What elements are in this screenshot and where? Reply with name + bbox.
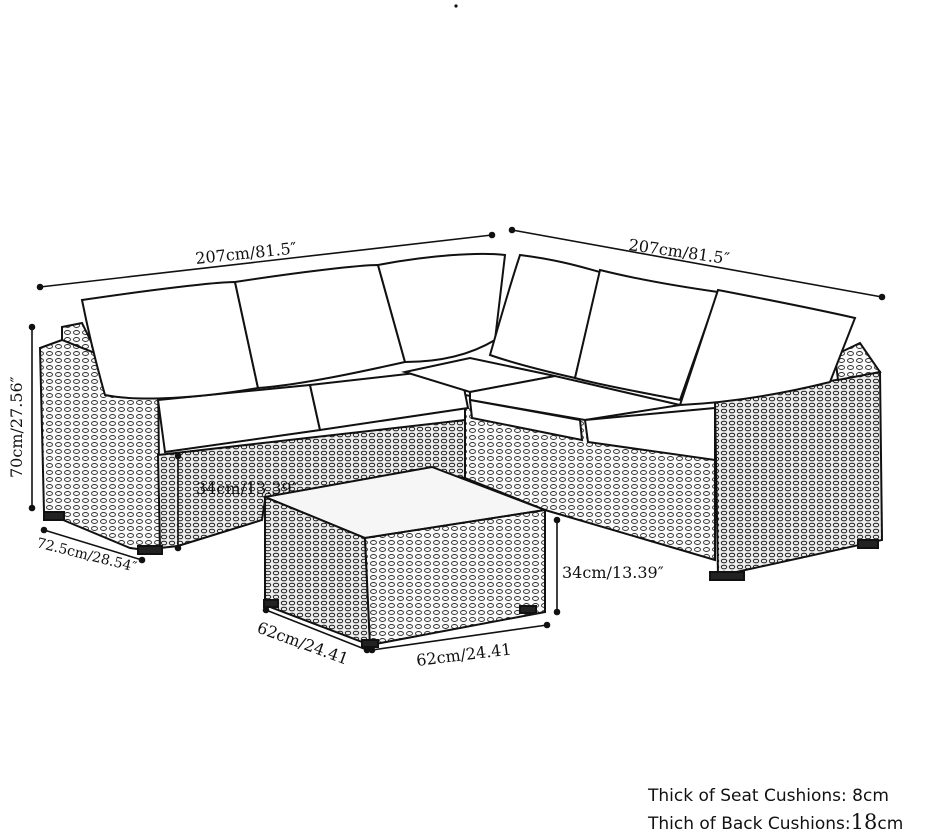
seat-cushion-text: Thick of Seat Cushions: 8cm [648, 786, 889, 806]
leg-1 [43, 511, 65, 521]
table-leg-1 [263, 599, 279, 608]
right-arm [713, 370, 884, 578]
table-leg-2 [361, 639, 379, 648]
label-seat-height: 34cm/13.39″ [196, 479, 298, 498]
back-cushion-unit: cm [877, 814, 904, 834]
back-cushion-text: Thich of Back Cushions: [648, 814, 851, 834]
sofa-drawing [38, 252, 884, 581]
label-sofa-right-width: 207cm/81.5″ [627, 235, 730, 268]
leg-4 [857, 539, 879, 549]
seat-cushion-right-3 [583, 406, 716, 462]
label-sofa-height: 70cm/27.56″ [7, 376, 26, 478]
back-cushion-6 [678, 288, 857, 407]
back-cushion-value: 18 [850, 810, 878, 834]
leg-3 [709, 571, 745, 581]
coffee-table-drawing [261, 465, 549, 648]
dim-line-table-width [371, 624, 548, 651]
dim-line-left-width [39, 234, 493, 288]
back-cushion-note: Thich of Back Cushions:18cm [648, 810, 903, 834]
back-cushion-2 [233, 263, 407, 390]
back-cushion-3 [376, 252, 507, 364]
dim-line-depth [43, 529, 143, 561]
back-cushion-1 [80, 280, 260, 400]
stray-dot [454, 4, 458, 8]
label-table-width: 62cm/24.41 [415, 639, 512, 670]
dim-line-table-depth [265, 609, 368, 651]
back-cushion-5 [573, 268, 720, 402]
table-leg-3 [519, 605, 537, 614]
seat-cushion-right-2 [468, 398, 584, 442]
table-front-side [363, 508, 546, 647]
label-table-height: 34cm/13.39″ [562, 563, 664, 582]
leg-2 [137, 545, 163, 555]
back-cushion-4 [488, 253, 602, 380]
seat-cushion-note: Thick of Seat Cushions: 8cm [648, 786, 889, 806]
dim-line-right-width [511, 229, 883, 298]
dimension-lines [28, 226, 886, 654]
right-arm-back [833, 341, 882, 382]
